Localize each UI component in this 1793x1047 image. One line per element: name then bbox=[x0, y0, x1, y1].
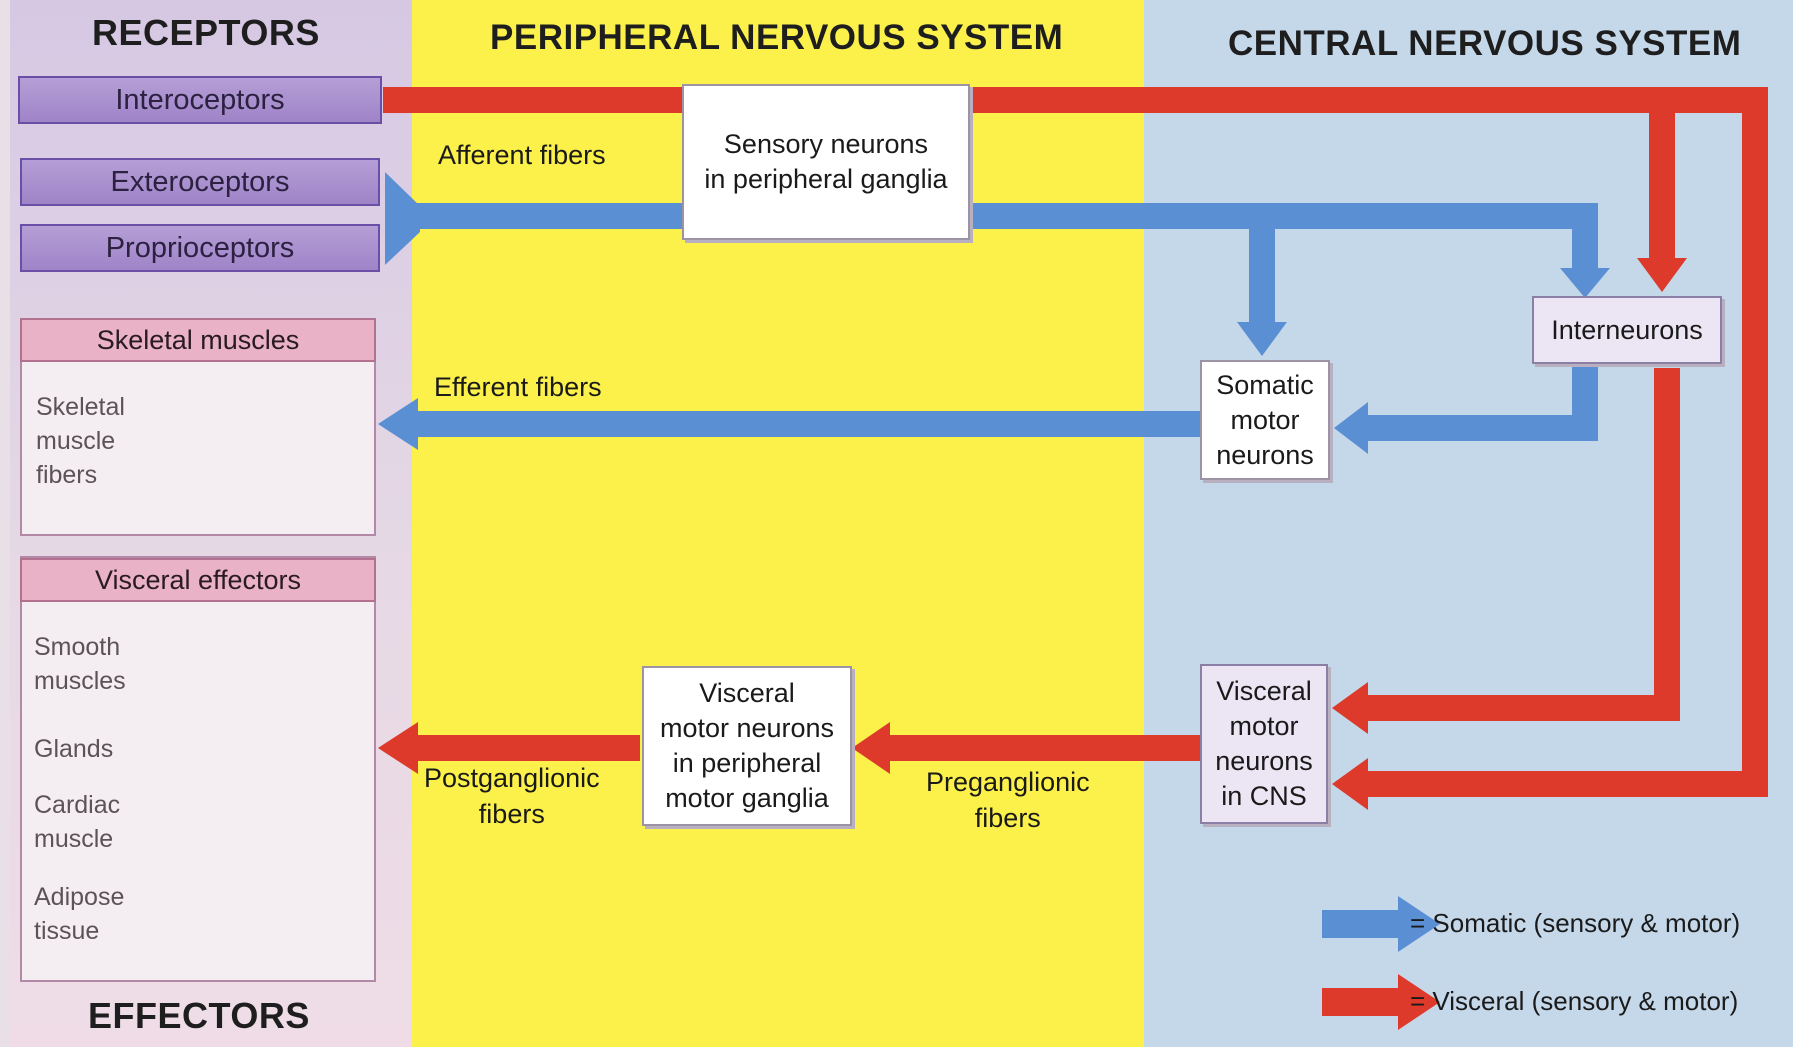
effectors-heading: EFFECTORS bbox=[88, 995, 310, 1036]
legend-somatic-label: = Somatic (sensory & motor) bbox=[1410, 908, 1741, 938]
efferent-fibers-label: Efferent fibers bbox=[434, 372, 602, 402]
cardiac-muscle-label: Cardiac muscle bbox=[34, 791, 121, 853]
interneuron-red-arrowhead bbox=[1637, 258, 1687, 292]
glands-label: Glands bbox=[34, 735, 114, 763]
postganglionic-fibers-label: Postganglionic fibers bbox=[424, 763, 600, 829]
skeletal-muscles-title: Skeletal muscles bbox=[20, 318, 376, 362]
somatic-motor-arrowhead bbox=[1237, 322, 1287, 356]
exteroceptors-box: Exteroceptors bbox=[20, 158, 380, 206]
adipose-tissue-label: Adipose tissue bbox=[34, 883, 125, 945]
interneuron-to-somatic-arrow bbox=[1365, 350, 1598, 441]
afferent-somatic-arrow bbox=[395, 203, 1598, 276]
visceral-effectors-title: Visceral effectors bbox=[20, 558, 376, 602]
cns-heading: CENTRAL NERVOUS SYSTEM bbox=[1228, 24, 1742, 63]
interneurons-node: Interneurons bbox=[1532, 296, 1722, 364]
somatic-motor-neurons-node: Somatic motor neurons bbox=[1200, 360, 1330, 480]
afferent-arrowhead bbox=[1560, 268, 1610, 298]
receptor-funnel bbox=[385, 172, 420, 265]
visceral-in-arrowhead-2 bbox=[1332, 758, 1368, 810]
legend-somatic-arrow bbox=[1322, 896, 1440, 952]
preganglionic-arrowhead bbox=[852, 722, 890, 774]
sensory-neurons-node: Sensory neurons in peripheral ganglia bbox=[682, 84, 970, 240]
somatic-return-arrowhead bbox=[1334, 402, 1368, 454]
legend-visceral-arrow bbox=[1322, 974, 1440, 1030]
proprioceptors-box: Proprioceptors bbox=[20, 224, 380, 272]
central-nervous-system-zone bbox=[1144, 0, 1793, 1047]
visceral-in-arrowhead-1 bbox=[1332, 682, 1368, 734]
visceral-motor-neurons-cns-node: Visceral motor neurons in CNS bbox=[1200, 664, 1328, 824]
interoceptors-box: Interoceptors bbox=[18, 76, 382, 124]
efferent-arrowhead bbox=[378, 398, 418, 450]
smooth-muscles-label: Smooth muscles bbox=[34, 633, 126, 695]
receptors-heading: RECEPTORS bbox=[92, 12, 320, 53]
skeletal-muscle-fibers-label: Skeletal muscle fibers bbox=[36, 393, 125, 489]
afferent-fibers-label: Afferent fibers bbox=[438, 140, 606, 170]
interoceptor-visceral-arrow bbox=[383, 87, 1768, 797]
visceral-motor-neurons-peripheral-node: Visceral motor neurons in peripheral mot… bbox=[642, 666, 852, 826]
legend-visceral-label: = Visceral (sensory & motor) bbox=[1410, 986, 1739, 1016]
interneuron-to-visceral-arrow bbox=[1365, 368, 1680, 721]
preganglionic-fibers-label: Preganglionic fibers bbox=[926, 767, 1090, 833]
visceral-effectors-panel bbox=[20, 556, 376, 982]
pns-heading: PERIPHERAL NERVOUS SYSTEM bbox=[490, 18, 1064, 57]
postganglionic-arrowhead bbox=[378, 722, 418, 774]
